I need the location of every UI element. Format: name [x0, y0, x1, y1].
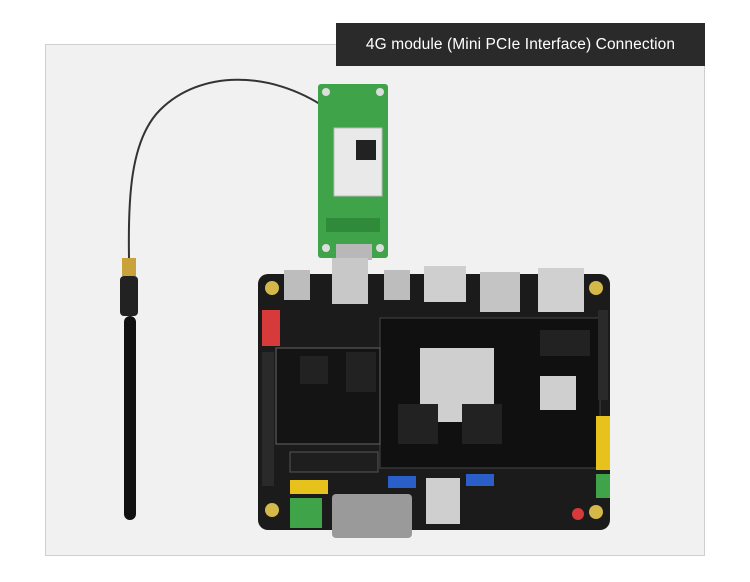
antenna-cable	[127, 78, 327, 259]
caption-banner: 4G module (Mini PCIe Interface) Connecti…	[336, 23, 705, 66]
main-board	[258, 258, 610, 538]
antenna	[120, 258, 138, 520]
4g-module	[318, 84, 388, 260]
